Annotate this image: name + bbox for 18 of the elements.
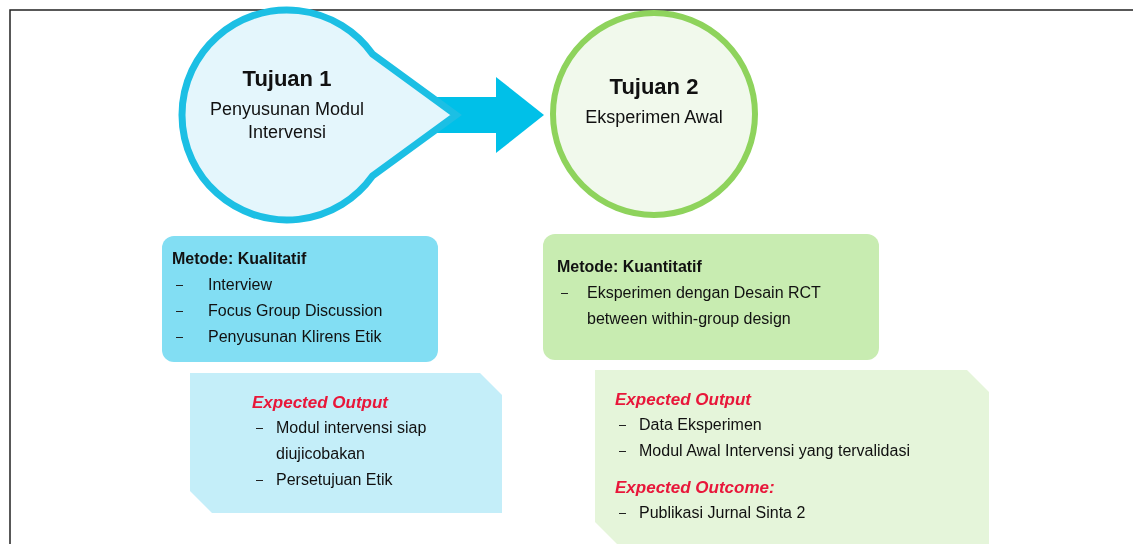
section-heading: Expected Outcome: [615,478,776,498]
method-heading: Metode: Kuantitatif [557,258,703,276]
goal-title: Tujuan 2 [608,74,700,100]
goal-title: Tujuan 1 [241,66,333,92]
section-heading: Expected Output [252,393,390,413]
list-item: Modul Awal Intervensi yang tervalidasi [639,441,910,461]
list-item: Interview [208,275,273,295]
list-item: Penyusunan Klirens Etik [208,327,382,347]
list-item: Focus Group Discussion [208,301,383,321]
list-item: Eksperimen dengan Desain RCT between within-group design [587,283,822,329]
list-item: Persetujuan Etik [276,470,393,490]
list-item: Modul intervensi siap diujicobakan [276,418,428,464]
section-heading: Expected Output [615,390,753,410]
goal-description: Penyusunan Modul Intervensi [208,98,366,145]
method-heading: Metode: Kualitatif [172,250,308,268]
list-item: Data Eksperimen [639,415,762,435]
list-item: Publikasi Jurnal Sinta 2 [639,503,806,523]
goal-description: Eksperimen Awal [584,106,724,129]
